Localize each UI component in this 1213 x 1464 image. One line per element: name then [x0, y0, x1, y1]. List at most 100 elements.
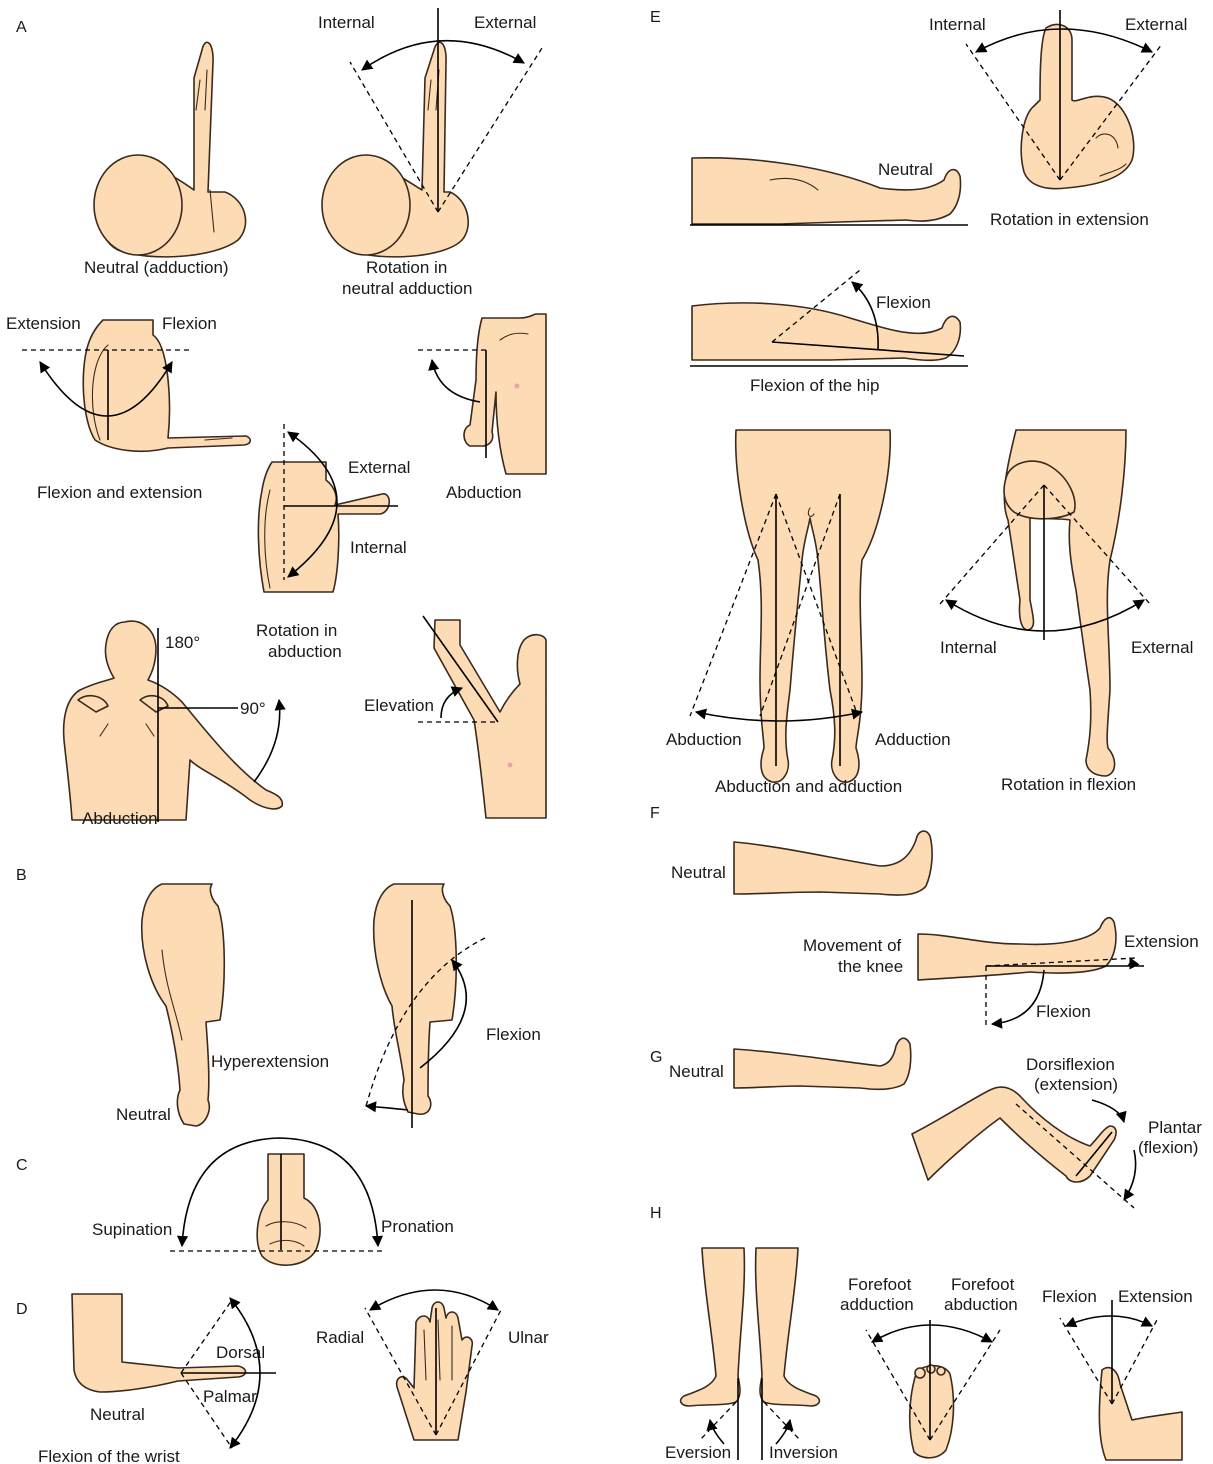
- dorsiflexion-arc: [1092, 1100, 1124, 1122]
- extension-label: Extension: [6, 314, 81, 333]
- abduction-side-label: Abduction: [446, 483, 522, 502]
- pronation-label: Pronation: [381, 1217, 454, 1236]
- section-e: E Neutral Internal External Rotation in …: [650, 9, 1193, 796]
- section-e-letter: E: [650, 9, 661, 26]
- eversion-label: Eversion: [665, 1443, 731, 1462]
- section-h: H Eversion Inversion Forefoot adduction …: [650, 1205, 1193, 1462]
- section-c-letter: C: [16, 1157, 28, 1174]
- section-a-letter: A: [16, 19, 27, 36]
- movement-knee-label-2: the knee: [838, 957, 903, 976]
- rotation-internal-label: Internal: [350, 538, 407, 557]
- palmar-limit-line: [181, 1373, 232, 1448]
- section-a: A Neutral (adduction) Internal External …: [6, 8, 546, 828]
- rotation-abduction-label-2: abduction: [268, 642, 342, 661]
- rotation-neutral-label-2: neutral adduction: [342, 279, 472, 298]
- abduction-back-label: Abduction: [82, 809, 158, 828]
- eversion-dashed-line: [700, 1402, 736, 1440]
- adduction-label: Adduction: [875, 730, 951, 749]
- plantar-label-2: (flexion): [1138, 1138, 1198, 1157]
- section-d-letter: D: [16, 1301, 28, 1318]
- plantar-arc: [1124, 1150, 1136, 1200]
- section-g-letter: G: [650, 1049, 662, 1066]
- dorsal-label: Dorsal: [216, 1343, 265, 1362]
- flexion-label: Flexion: [162, 314, 217, 333]
- plantar-label-1: Plantar: [1148, 1118, 1202, 1137]
- rot-flex-internal-label: Internal: [940, 638, 997, 657]
- movement-knee-label-1: Movement of: [803, 936, 902, 955]
- b-hyperextension-arc: [366, 1106, 408, 1110]
- g-neutral-label: Neutral: [669, 1062, 724, 1081]
- inversion-label: Inversion: [769, 1443, 838, 1462]
- elevation-label: Elevation: [364, 696, 434, 715]
- knee-flexion-label: Flexion: [1036, 1002, 1091, 1021]
- section-d: D Dorsal Palmar Neutral Flexion of the w…: [16, 1290, 549, 1464]
- dorsiflexion-label-1: Dorsiflexion: [1026, 1055, 1115, 1074]
- deg-180-label: 180°: [165, 633, 200, 652]
- toe-flexion-arc: [1066, 1316, 1152, 1326]
- eversion-arc: [710, 1420, 724, 1444]
- section-c: C Supination Pronation: [16, 1138, 454, 1265]
- b-neutral-label: Neutral: [116, 1105, 171, 1124]
- b-flexion-label: Flexion: [486, 1025, 541, 1044]
- section-g: G Neutral Dorsiflexion (extension) Plant…: [650, 1038, 1202, 1208]
- hip-rotation-extension-illustration: [1021, 24, 1133, 188]
- rotation-flexion-arc: [946, 600, 1144, 631]
- section-b: B Hyperextension Neutral Flexion: [16, 867, 541, 1128]
- section-b-letter: B: [16, 867, 27, 884]
- forefoot-label-2a: Forefoot: [951, 1275, 1015, 1294]
- toe-extension-label: Extension: [1118, 1287, 1193, 1306]
- forefoot-label-1a: Forefoot: [848, 1275, 912, 1294]
- f-neutral-label: Neutral: [671, 863, 726, 882]
- hyperextension-label: Hyperextension: [211, 1052, 329, 1071]
- abduction-label: Abduction: [666, 730, 742, 749]
- abduction-adduction-caption: Abduction and adduction: [715, 777, 902, 796]
- abduction-arc: [432, 360, 480, 402]
- inversion-dashed-line: [764, 1402, 800, 1440]
- knee-neutral-leg-illustration: [734, 831, 932, 895]
- hand-deviation-illustration: [397, 1302, 473, 1440]
- ankle-dorsiflexion-leg-illustration: [912, 1087, 1116, 1182]
- external-label: External: [474, 13, 536, 32]
- section-f: F Neutral Movement of the knee Extension…: [650, 805, 1199, 1028]
- knee-extension-label: Extension: [1124, 932, 1199, 951]
- flexion-wrist-label: Flexion of the wrist: [38, 1447, 180, 1464]
- ankle-neutral-leg-illustration: [734, 1038, 911, 1089]
- hip-neutral-label: Neutral: [878, 160, 933, 179]
- external-limit-line: [438, 48, 542, 212]
- hip-internal-label: Internal: [929, 15, 986, 34]
- neutral-adduction-label: Neutral (adduction): [84, 258, 229, 277]
- rotation-external-label: External: [348, 458, 410, 477]
- forearm-rotation-illustration: [257, 1154, 320, 1265]
- hip-flexion-caption: Flexion of the hip: [750, 376, 879, 395]
- rotation-neutral-label-1: Rotation in: [366, 258, 447, 277]
- flexion-extension-caption: Flexion and extension: [37, 483, 202, 502]
- rotation-abduction-label-1: Rotation in: [256, 621, 337, 640]
- forefoot-arc: [872, 1325, 992, 1342]
- forefoot-label-2b: abduction: [944, 1295, 1018, 1314]
- rotation-extension-label: Rotation in extension: [990, 210, 1149, 229]
- feet-eversion-illustration: [681, 1248, 820, 1406]
- internal-label: Internal: [318, 13, 375, 32]
- knee-movement-leg-illustration: [918, 918, 1116, 980]
- toe-flexion-label: Flexion: [1042, 1287, 1097, 1306]
- d-neutral-label: Neutral: [90, 1405, 145, 1424]
- hip-rotation-flexion-illustration: [1004, 430, 1126, 776]
- ulnar-label: Ulnar: [508, 1328, 549, 1347]
- knee-extension-arc: [1128, 958, 1131, 966]
- shoulder-abduction-front-illustration: [464, 314, 546, 474]
- hip-abduction-legs-illustration: [736, 430, 890, 782]
- shoulder-elevation-illustration: [434, 620, 546, 818]
- inversion-arc: [776, 1420, 790, 1444]
- deg-90-label: 90°: [240, 699, 266, 718]
- hip-flexion-label: Flexion: [876, 293, 931, 312]
- shoulder-rotation-abduction-illustration: [258, 462, 389, 592]
- shoulder-rotation-adduction-illustration: [322, 42, 468, 256]
- radial-label: Radial: [316, 1328, 364, 1347]
- shoulder-neutral-top-illustration: [94, 42, 246, 256]
- section-f-letter: F: [650, 805, 660, 822]
- rot-flex-external-label: External: [1131, 638, 1193, 657]
- supination-label: Supination: [92, 1220, 172, 1239]
- palmar-label: Palmar: [203, 1387, 257, 1406]
- forefoot-label-1b: adduction: [840, 1295, 914, 1314]
